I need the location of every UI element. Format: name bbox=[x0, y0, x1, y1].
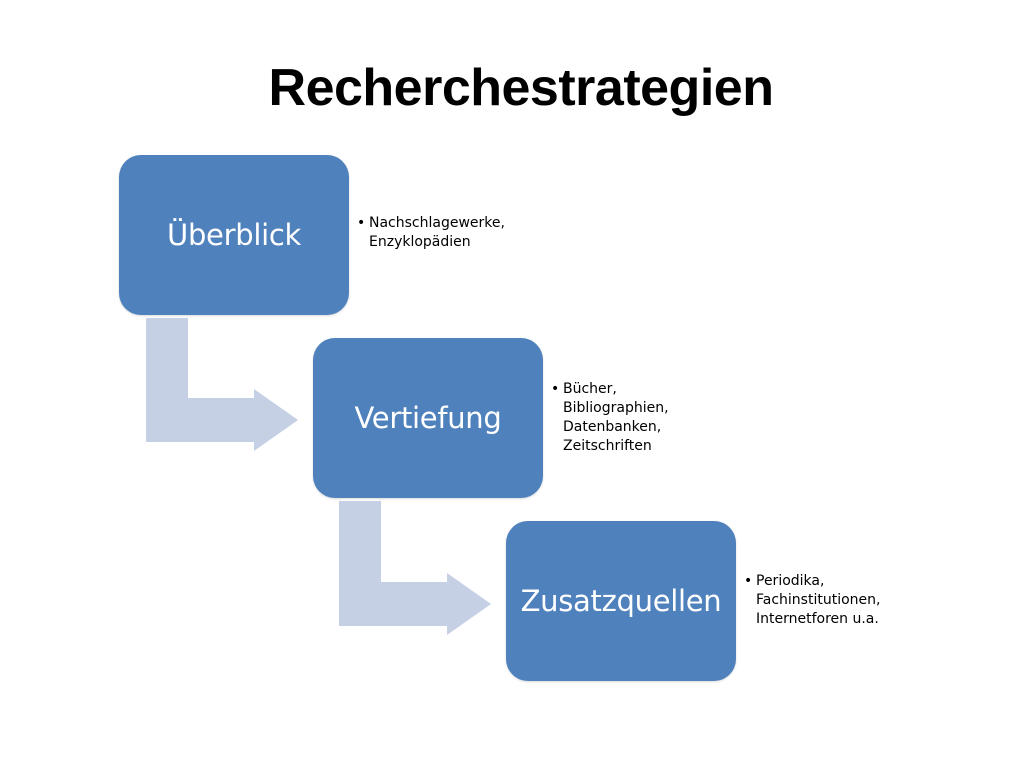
flow-arrow-1 bbox=[146, 318, 298, 451]
step-notes-ueberblick: Nachschlagewerke, Enzyklopädien bbox=[357, 214, 505, 252]
step-label-ueberblick: Überblick bbox=[167, 218, 301, 252]
step-notes-vertiefung: Bücher, Bibliographien, Datenbanken, Zei… bbox=[551, 380, 669, 456]
step-label-vertiefung: Vertiefung bbox=[354, 401, 502, 435]
step-notes-zusatzquellen: Periodika, Fachinstitutionen, Internetfo… bbox=[744, 572, 880, 629]
step-box-vertiefung: Vertiefung bbox=[313, 338, 543, 498]
bullet-item: Periodika, Fachinstitutionen, Internetfo… bbox=[744, 572, 880, 629]
bullet-item: Bücher, Bibliographien, Datenbanken, Zei… bbox=[551, 380, 669, 456]
step-box-ueberblick: Überblick bbox=[119, 155, 349, 315]
flow-arrow-2 bbox=[339, 501, 491, 635]
step-label-zusatzquellen: Zusatzquellen bbox=[520, 584, 722, 618]
slide-title: Recherchestrategien bbox=[268, 59, 774, 117]
bullet-item: Nachschlagewerke, Enzyklopädien bbox=[357, 214, 505, 252]
step-box-zusatzquellen: Zusatzquellen bbox=[506, 521, 736, 681]
